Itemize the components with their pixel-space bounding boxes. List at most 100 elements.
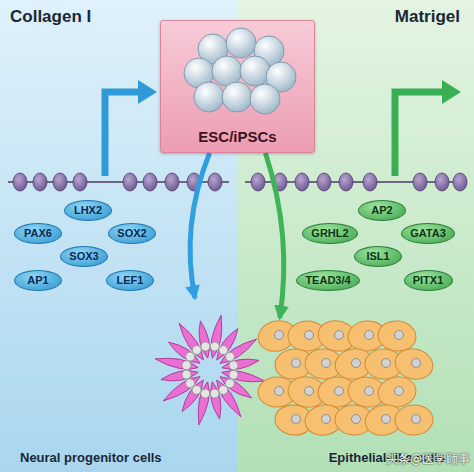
nucleus <box>182 370 191 379</box>
nucleus <box>219 386 228 395</box>
stem-cell <box>194 82 224 112</box>
stem-cell <box>226 28 256 58</box>
nucleosome <box>165 173 179 191</box>
nucleus <box>186 352 195 361</box>
curved-arrow <box>265 153 283 318</box>
factor-name: LEF1 <box>117 274 144 286</box>
transcription-arrow <box>395 92 444 176</box>
arrow-head <box>442 80 461 104</box>
epithelial-cell <box>376 374 418 410</box>
nucleus <box>182 361 191 370</box>
nucleus <box>382 415 391 424</box>
nucleus <box>395 331 404 340</box>
nucleus <box>335 331 344 340</box>
nucleus <box>292 415 301 424</box>
stem-cell <box>212 56 242 86</box>
nucleosome <box>208 173 222 191</box>
nucleosome <box>435 173 449 191</box>
nucleus <box>365 331 374 340</box>
nucleosome <box>251 173 265 191</box>
transcription-arrow <box>105 92 140 176</box>
factor-name: AP1 <box>27 274 48 286</box>
transcription-factor: GATA3 <box>401 223 455 244</box>
nucleus <box>365 387 374 396</box>
factor-name: AP2 <box>371 204 392 216</box>
stem-cell <box>240 56 270 86</box>
transcription-factor: TEAD3/4 <box>296 270 360 291</box>
nucleosome <box>13 173 27 191</box>
nucleosome <box>339 173 353 191</box>
factor-name: GATA3 <box>410 227 446 239</box>
transcription-factor: LHX2 <box>64 200 112 221</box>
nucleosome <box>413 173 427 191</box>
nucleus <box>412 359 421 368</box>
arrow-head <box>138 80 157 104</box>
nucleus <box>305 387 314 396</box>
factor-name: GRHL2 <box>311 227 348 239</box>
nucleus <box>225 379 234 388</box>
stem-cell-box: ESC/iPSCs <box>160 20 315 153</box>
nucleus <box>352 359 361 368</box>
nucleosome <box>73 173 87 191</box>
panel-title: Matrigel <box>237 7 460 27</box>
cell-type-label: Neural progenitor cells <box>20 450 162 465</box>
nucleus <box>305 331 314 340</box>
nucleus <box>219 346 228 355</box>
epithelial-cell <box>394 404 433 435</box>
nucleosome <box>33 173 47 191</box>
right-panel-ground <box>237 0 474 472</box>
transcription-factor: SOX2 <box>108 223 156 244</box>
nucleus <box>382 359 391 368</box>
epithelial-node: Epithelial-like cells <box>255 318 445 440</box>
nucleosome <box>143 173 157 191</box>
factor-name: LHX2 <box>74 204 102 216</box>
epithelial-cell <box>376 319 417 353</box>
transcription-factor: GRHL2 <box>302 223 358 244</box>
nucleus <box>229 370 238 379</box>
curved-arrow <box>190 153 210 298</box>
nucleus <box>412 415 421 424</box>
factor-name: TEAD3/4 <box>305 274 350 286</box>
label-holder: 头条@医学顾事 <box>386 449 470 468</box>
transcription-factor: ISL1 <box>354 246 402 267</box>
transcription-factor: AP1 <box>14 270 62 291</box>
nucleosome <box>123 173 137 191</box>
nucleosome <box>453 173 467 191</box>
nucleus <box>275 387 284 396</box>
nucleus <box>185 379 194 388</box>
cell-type-label: ESC/iPSCs <box>198 128 276 145</box>
factor-name: SOX3 <box>69 250 98 262</box>
neural-rosette-node: Neural progenitor cells <box>150 298 270 440</box>
transcription-factor: PITX1 <box>404 270 453 291</box>
nucleus <box>292 359 301 368</box>
epithelial-sheet <box>255 318 445 440</box>
nucleus <box>192 345 201 354</box>
transcription-factor: SOX3 <box>60 246 108 267</box>
neural-rosette <box>150 298 270 440</box>
nucleus <box>210 342 219 351</box>
nucleus <box>395 387 404 396</box>
nucleus <box>210 389 219 398</box>
nucleosome <box>317 173 331 191</box>
nucleosomes <box>13 173 467 191</box>
nucleus <box>192 385 201 394</box>
panel-title: Collagen I <box>10 7 237 27</box>
transcription-factor: PAX6 <box>14 223 62 244</box>
factor-name: ISL1 <box>366 250 389 262</box>
factor-name: PITX1 <box>413 274 444 286</box>
nucleus <box>275 331 284 340</box>
nucleus <box>322 359 331 368</box>
nucleus <box>322 415 331 424</box>
nucleosome <box>363 173 377 191</box>
nucleus <box>335 387 344 396</box>
watermark: 头条@医学顾事 <box>386 452 470 466</box>
stem-cell <box>250 84 280 114</box>
transcription-factor: LEF1 <box>106 270 154 291</box>
factor-name: SOX2 <box>117 227 146 239</box>
transcription-factor: AP2 <box>358 200 406 221</box>
factor-name: PAX6 <box>24 227 52 239</box>
nucleus <box>352 415 361 424</box>
nucleosome <box>53 173 67 191</box>
